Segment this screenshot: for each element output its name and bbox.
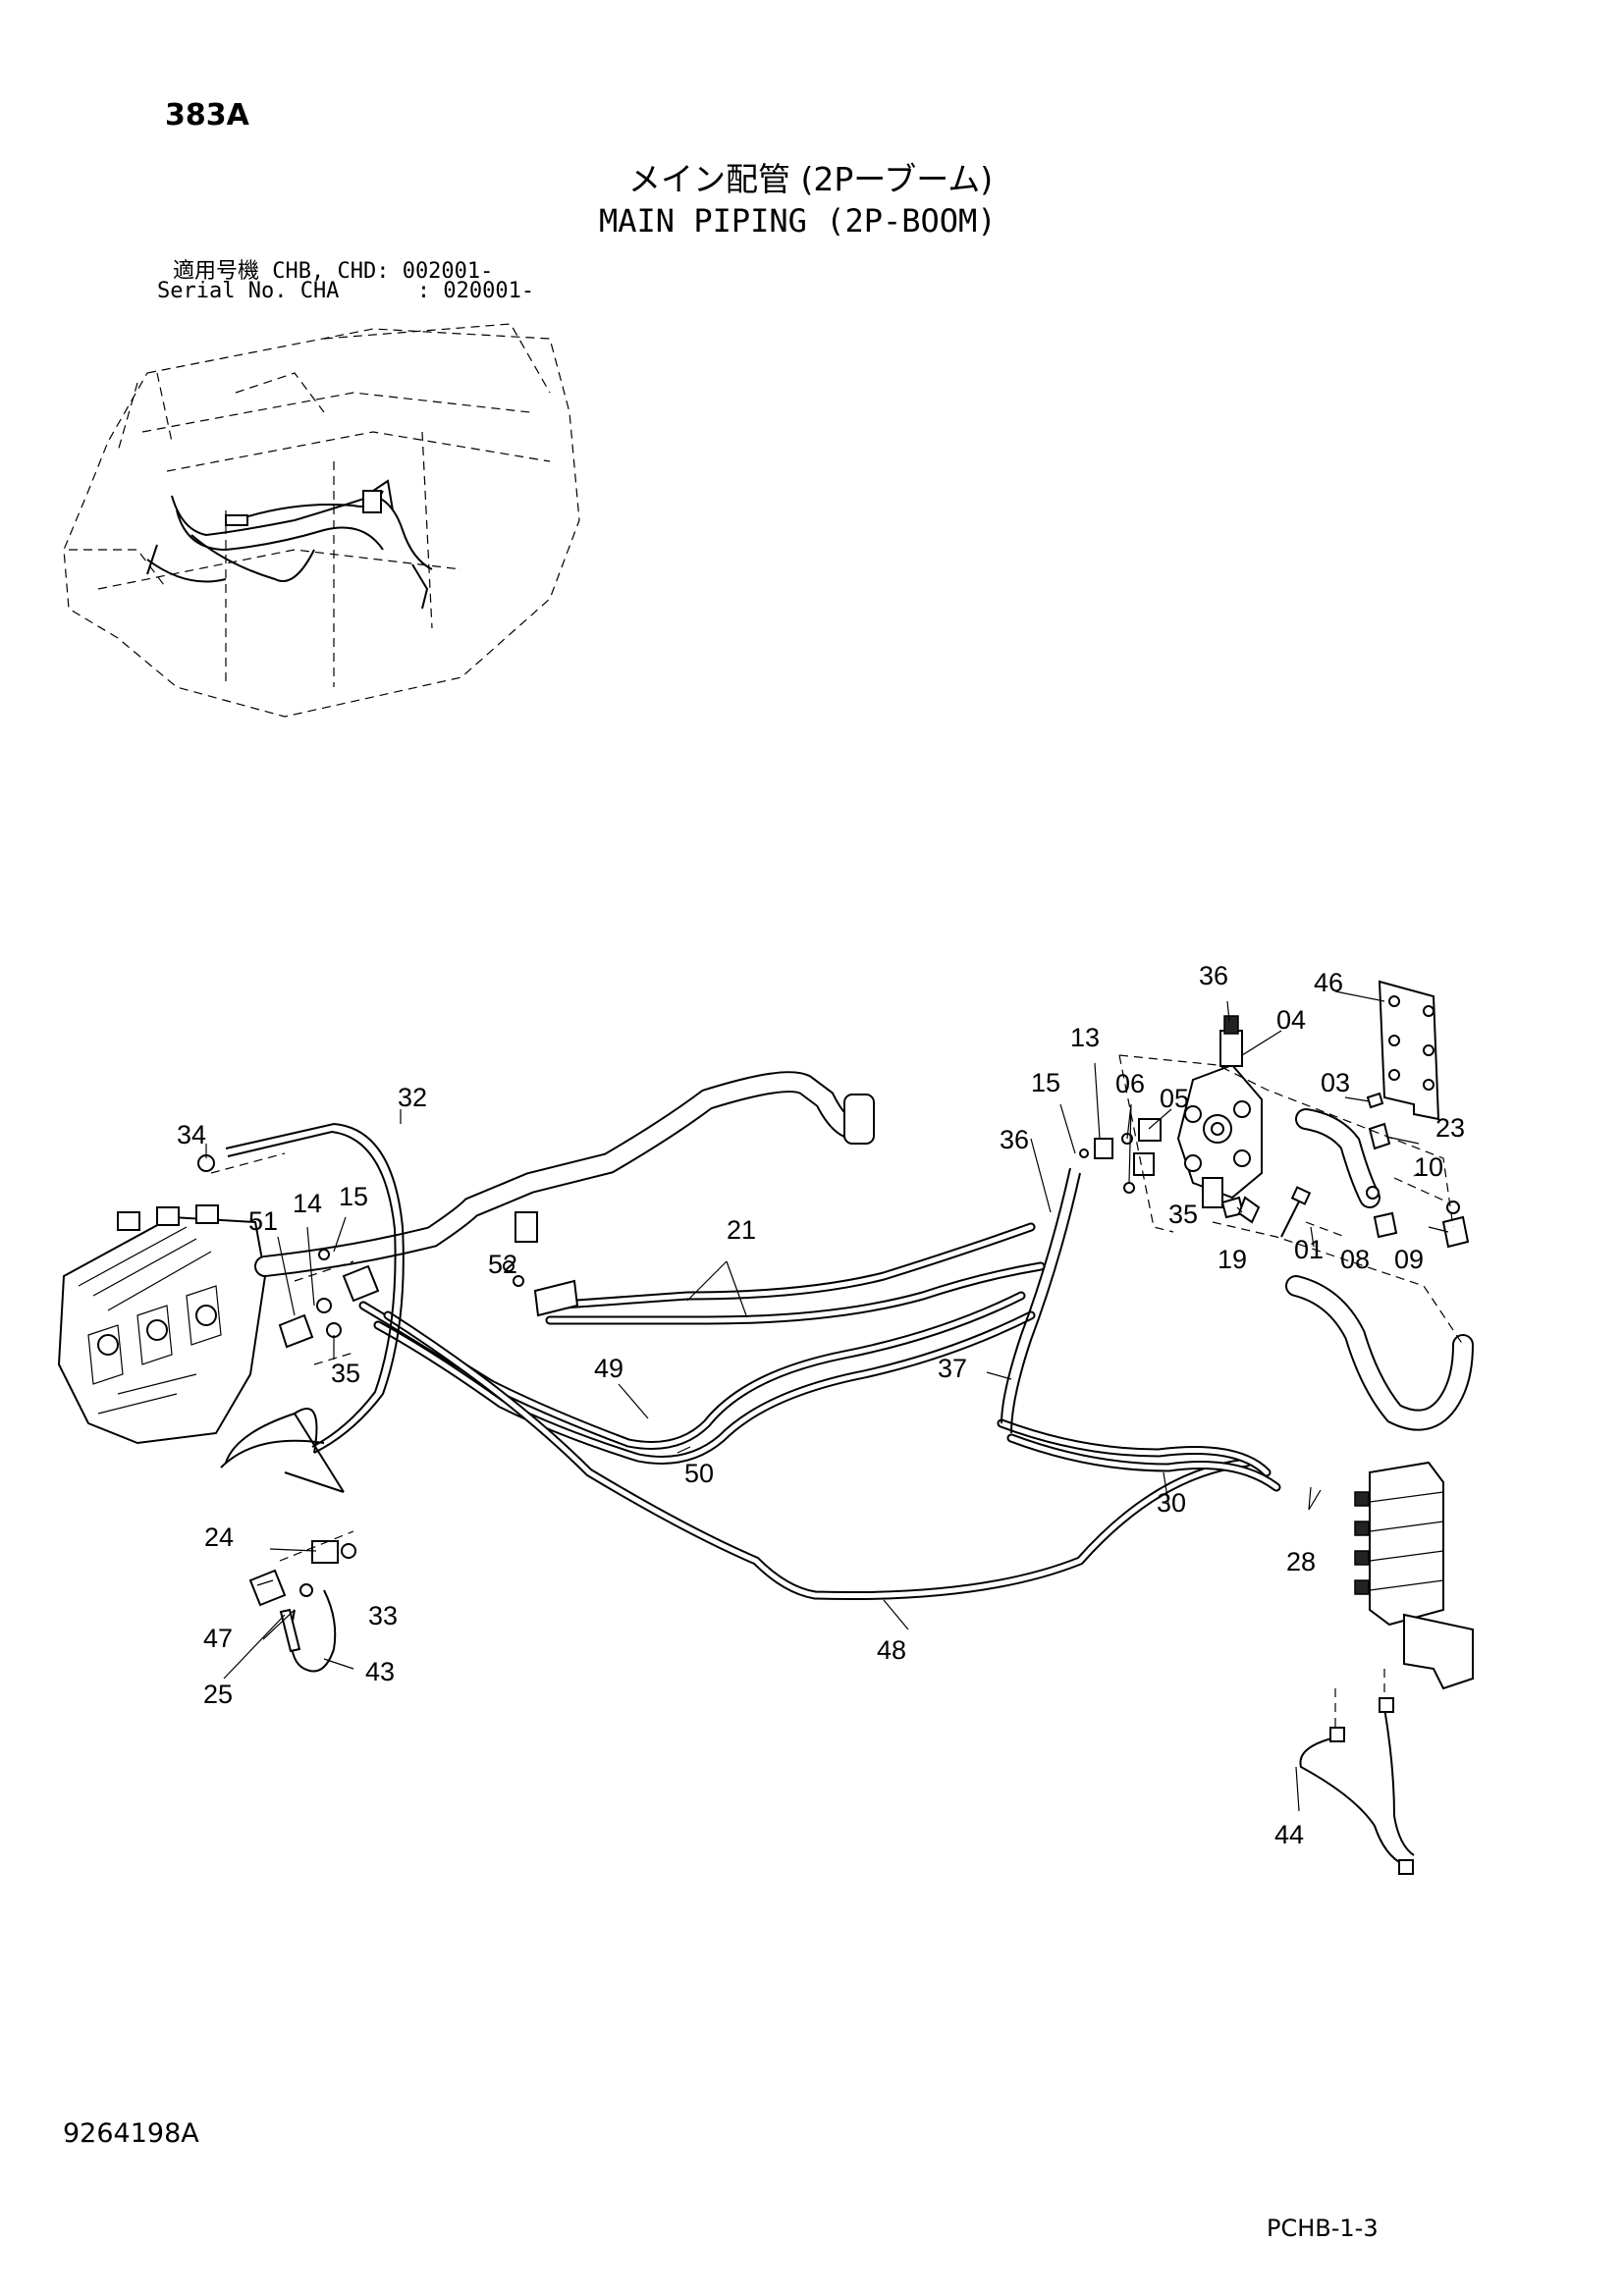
serial-line-2: Serial No. CHA : 020001- [157,279,535,303]
callout-10: 10 [1414,1152,1443,1182]
callout-33: 33 [368,1601,398,1630]
callout-01: 01 [1294,1235,1324,1264]
callout-15b: 15 [1031,1068,1060,1097]
callout-24: 24 [204,1522,234,1552]
callout-13: 13 [1070,1023,1100,1052]
serial-line-1: 適用号機 CHB, CHD: 002001- [173,259,494,284]
page-code: PCHB-1-3 [1267,2215,1379,2242]
callout-25: 25 [203,1680,233,1709]
callout-08: 08 [1340,1245,1370,1274]
callout-50: 50 [684,1459,714,1488]
callout-14: 14 [293,1189,322,1218]
callout-30: 30 [1157,1488,1186,1518]
callout-34: 34 [177,1120,206,1149]
callout-35a: 35 [331,1359,360,1388]
callout-37: 37 [938,1354,967,1383]
callout-05: 05 [1160,1084,1189,1113]
machine-location-inset [63,323,580,718]
callout-28: 28 [1286,1547,1316,1576]
callout-23: 23 [1435,1113,1465,1143]
page-number: 383A [165,98,249,133]
callout-36b: 36 [1199,961,1228,990]
callout-19: 19 [1218,1245,1247,1274]
callout-36a: 36 [1000,1125,1029,1154]
pilot-valve-bank [1354,1461,1474,1690]
callout-46: 46 [1314,968,1343,997]
control-valve [57,1204,267,1445]
callout-04: 04 [1276,1005,1306,1035]
callout-51: 51 [248,1206,278,1236]
title-japanese: メイン配管 (2Pーブーム) [628,160,994,198]
callout-49: 49 [594,1354,623,1383]
callout-43: 43 [365,1657,395,1686]
callout-03: 03 [1321,1068,1350,1097]
callout-09: 09 [1394,1245,1424,1274]
callout-35b: 35 [1168,1200,1198,1229]
pilot-valve-block [1176,1015,1263,1208]
callout-32: 32 [398,1083,427,1112]
callout-48: 48 [877,1635,906,1665]
callout-06: 06 [1115,1069,1145,1098]
part-callouts: 01 03 04 05 06 08 09 10 13 14 15 15 19 2… [177,961,1465,1849]
callout-47: 47 [203,1624,233,1653]
document-number: 9264198A [63,2118,199,2149]
main-piping-diagram [57,980,1474,1875]
callout-44: 44 [1274,1820,1304,1849]
callout-21: 21 [727,1215,756,1245]
callout-52: 52 [488,1250,517,1279]
title-english: MAIN PIPING (2P-BOOM) [599,202,997,240]
callout-15a: 15 [339,1182,368,1211]
